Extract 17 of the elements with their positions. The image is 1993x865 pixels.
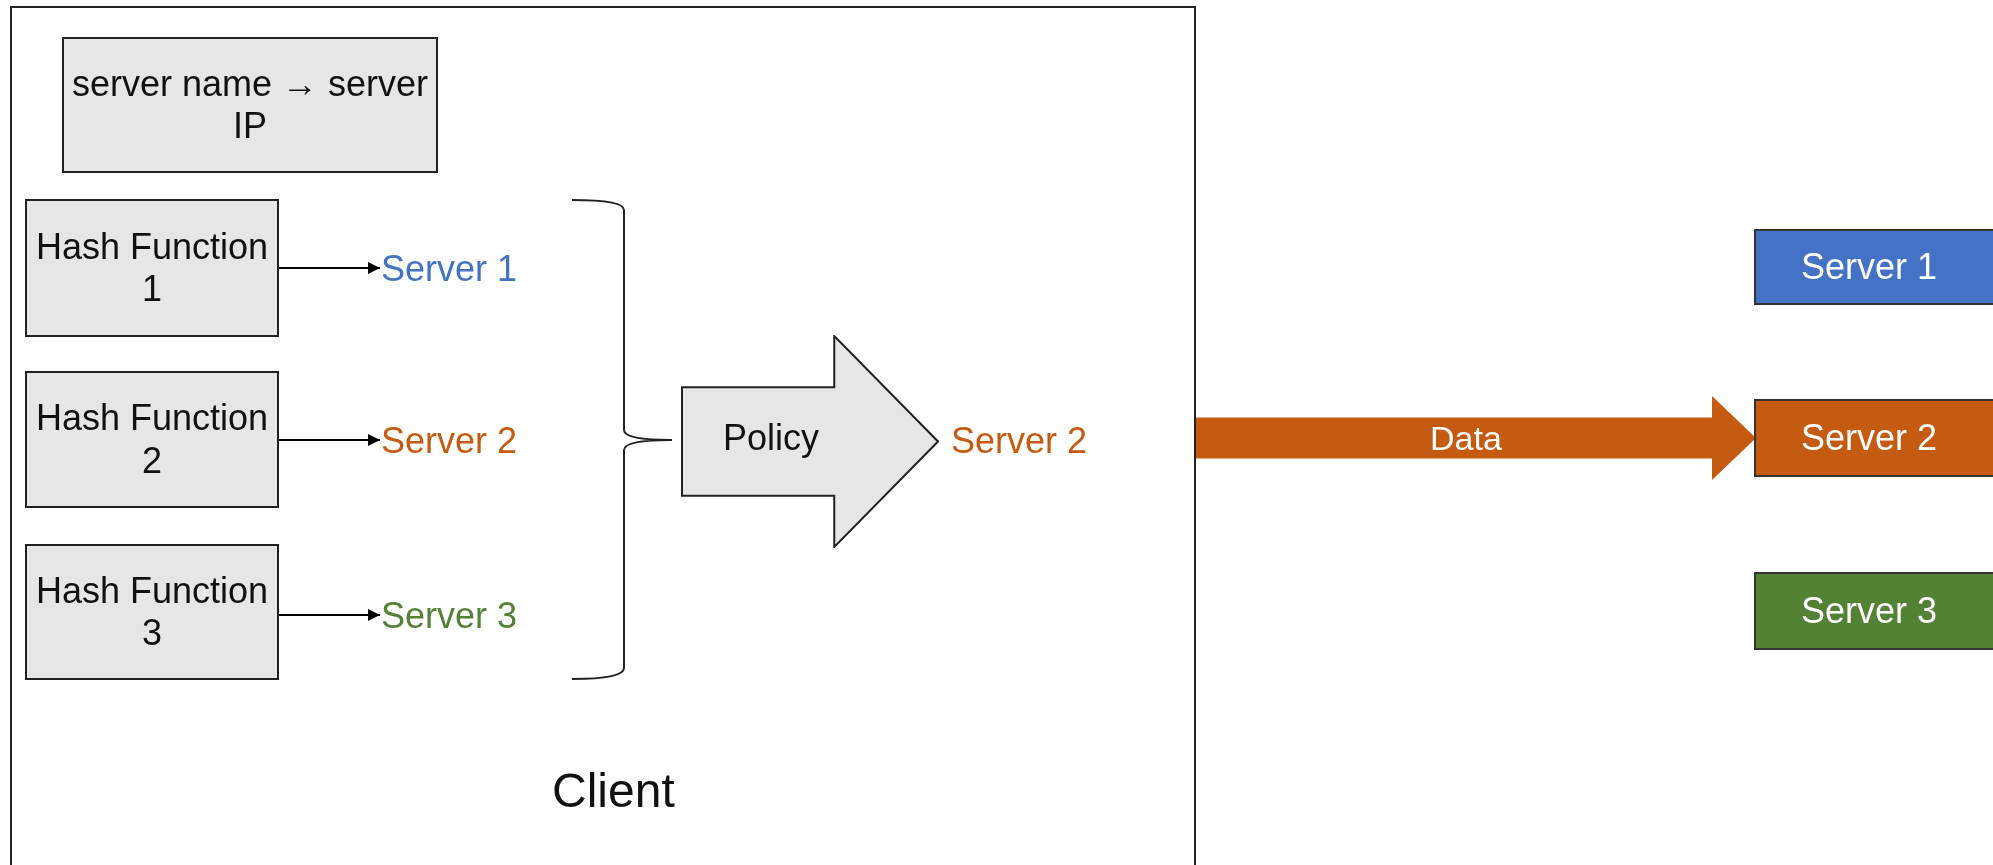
policy-arrow [681, 335, 939, 548]
server-label: Server 2 [381, 416, 581, 466]
policy-label: Policy [723, 417, 820, 459]
process-box: Hash Function 3 [25, 544, 279, 680]
client-box [10, 6, 1196, 865]
data-arrow [1196, 396, 1756, 480]
server-box: Server 2 [1754, 399, 1993, 477]
client-label: Client [552, 763, 675, 818]
server-box: Server 1 [1754, 229, 1993, 305]
process-box: server name → server IP [62, 37, 438, 173]
process-box: Hash Function 2 [25, 371, 279, 508]
process-box: Hash Function 1 [25, 199, 279, 337]
server-label: Server 3 [381, 591, 581, 641]
server-box: Server 3 [1754, 572, 1993, 650]
server-label: Server 1 [381, 244, 581, 294]
edge-label: Data [1430, 418, 1502, 459]
server-label: Server 2 [951, 416, 1151, 466]
